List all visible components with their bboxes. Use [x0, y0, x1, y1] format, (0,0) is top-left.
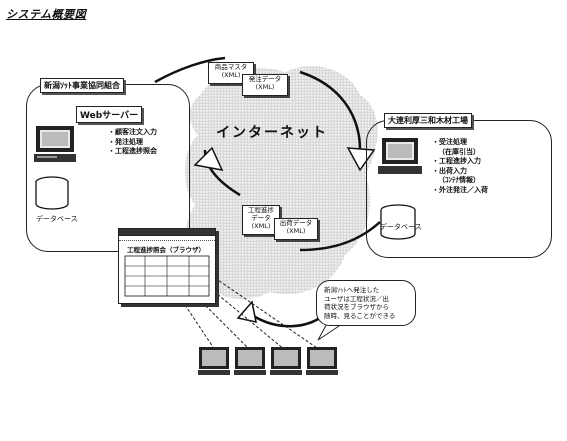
browser-page-title: 工程進捗照会（ブラウザ） [127, 246, 205, 254]
browser-titlebar [119, 229, 215, 236]
user-computer-icon [198, 347, 230, 375]
shipping-data-doc: 出荷データ(XML) [274, 218, 318, 240]
right-database-icon [380, 204, 416, 240]
user-callout: 新潟ｿｯﾄへ発注した ユーザは工程状況／出 荷状況をブラウザから 随時、見ること… [316, 280, 416, 326]
arrow-bottom-curve [299, 221, 381, 252]
page-title: システム概要図 [6, 8, 87, 21]
browser-window: 工程進捗照会（ブラウザ） [118, 228, 216, 304]
browser-toolbar [119, 236, 215, 241]
factory-computer-icon [378, 138, 422, 174]
right-functions: ・受注処理 （在庫引当） ・工程進捗入力 ・出荷入力 （ｺﾝﾃﾅ情報） ・外注発… [432, 138, 488, 194]
left-database-icon [35, 176, 69, 210]
user-computer-icon [306, 347, 338, 375]
left-org-label: 新潟ｿｯﾄ事業協同組合 [40, 78, 124, 93]
arrow-top-curve [154, 56, 226, 84]
right-database-label: データベース [380, 223, 422, 231]
internet-cloud [184, 66, 378, 299]
internet-label: インターネット [216, 125, 328, 141]
progress-table [124, 255, 210, 297]
order-data-doc: 発注データ(XML) [242, 74, 288, 96]
arrow-head-left [193, 146, 224, 171]
left-database-label: データベース [36, 215, 78, 223]
right-org-label: 大連利厚三和木材工場 [384, 113, 472, 128]
server-computer-icon [34, 126, 76, 162]
web-server-label: Webサーバー [76, 106, 143, 123]
left-functions: ・顧客注文入力 ・発注処理 ・工程進捗照会 [108, 128, 157, 155]
progress-data-doc: 工程進捗データ(XML) [242, 205, 280, 235]
arrow-top-right [299, 70, 362, 151]
arrow-head-bottom [236, 300, 257, 323]
user-computer-icon [234, 347, 266, 375]
arrow-head-top [346, 147, 376, 172]
user-computer-icon [270, 347, 302, 375]
